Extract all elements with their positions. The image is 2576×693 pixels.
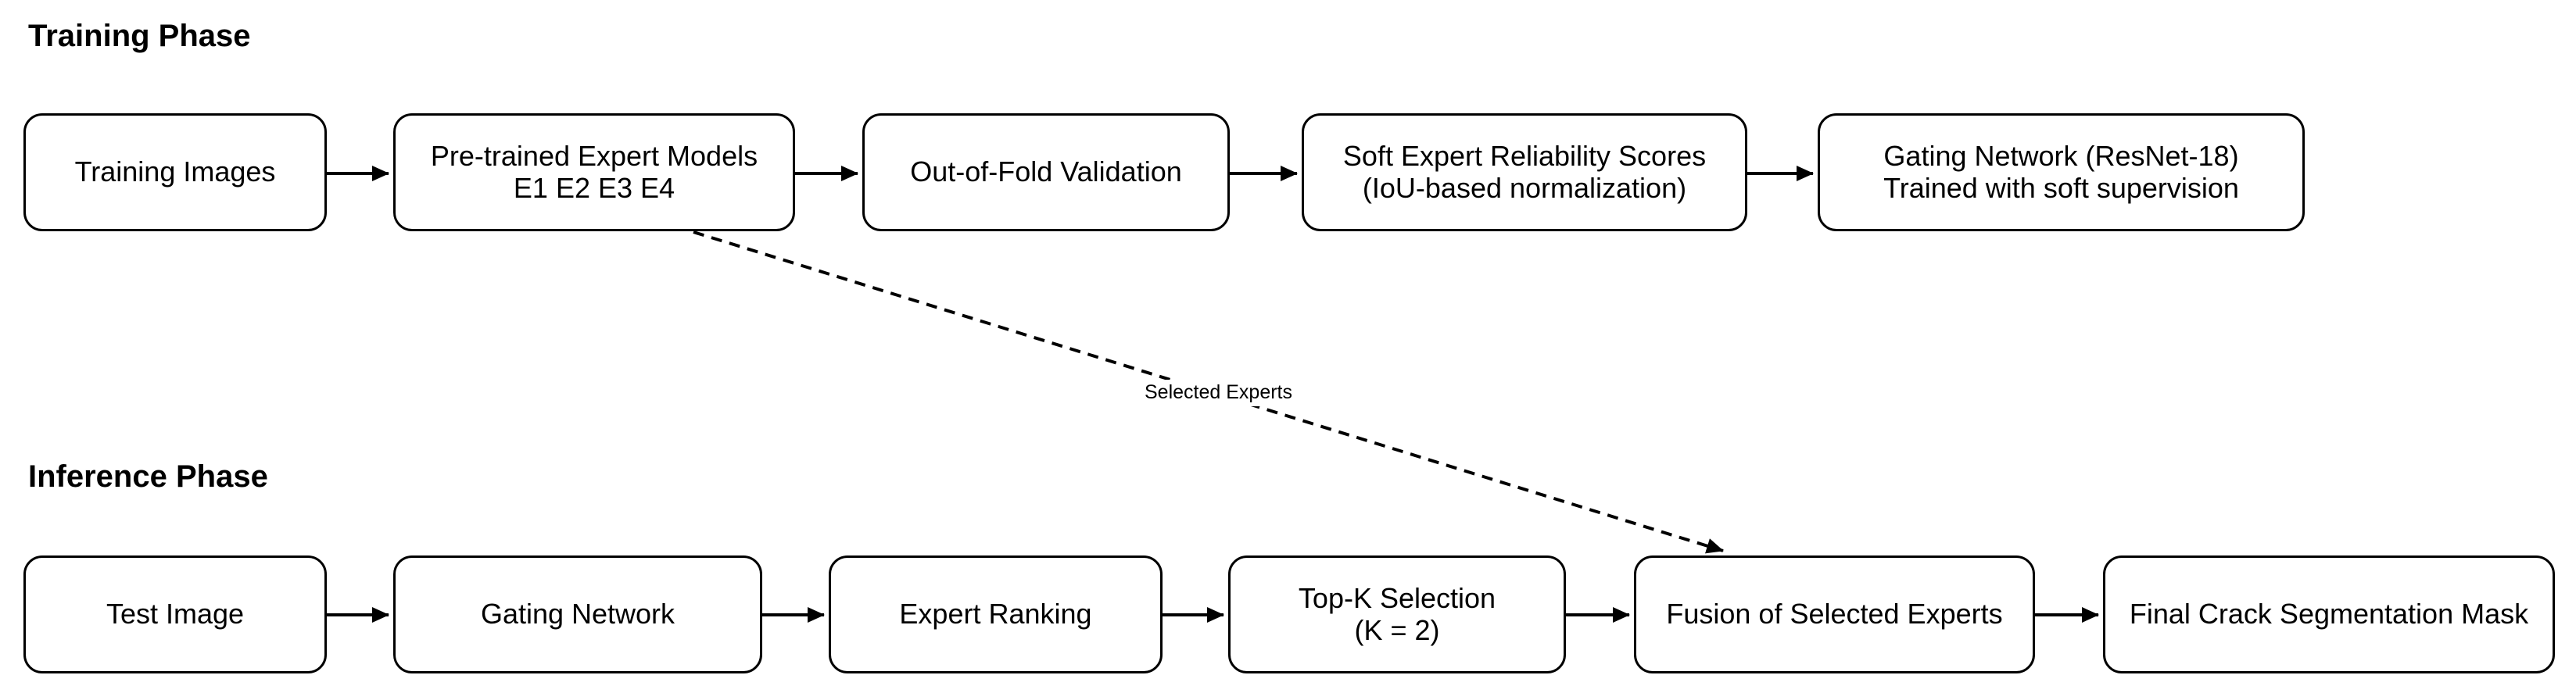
node-final-crack-segmentation-mask: Final Crack Segmentation Mask: [2103, 555, 2555, 673]
node-fusion-of-selected-experts: Fusion of Selected Experts: [1634, 555, 2035, 673]
node-top-k-selection: Top-K Selection (K = 2): [1228, 555, 1566, 673]
node-label: Pre-trained Expert Models E1 E2 E3 E4: [430, 140, 758, 204]
node-soft-expert-reliability-scores: Soft Expert Reliability Scores (IoU-base…: [1302, 113, 1747, 231]
node-training-images: Training Images: [23, 113, 327, 231]
node-gating-network: Gating Network: [393, 555, 762, 673]
inference-phase-title: Inference Phase: [28, 459, 268, 494]
node-label: Gating Network (ResNet-18) Trained with …: [1883, 140, 2239, 204]
node-label: Final Crack Segmentation Mask: [2129, 598, 2529, 630]
selected-experts-label: Selected Experts: [1140, 380, 1297, 406]
node-pretrained-expert-models: Pre-trained Expert Models E1 E2 E3 E4: [393, 113, 795, 231]
node-label: Out-of-Fold Validation: [910, 155, 1182, 188]
node-label: Gating Network: [480, 598, 675, 630]
node-label: Test Image: [106, 598, 245, 630]
node-label: Soft Expert Reliability Scores (IoU-base…: [1342, 140, 1707, 204]
node-test-image: Test Image: [23, 555, 327, 673]
training-phase-title: Training Phase: [28, 19, 251, 53]
node-gating-network-training: Gating Network (ResNet-18) Trained with …: [1818, 113, 2305, 231]
selected-experts-arrow: [693, 230, 1724, 554]
node-label: Expert Ranking: [899, 598, 1092, 630]
node-label: Top-K Selection (K = 2): [1298, 582, 1496, 646]
node-label: Training Images: [74, 155, 276, 188]
node-label: Fusion of Selected Experts: [1666, 598, 2003, 630]
node-expert-ranking: Expert Ranking: [829, 555, 1163, 673]
node-out-of-fold-validation: Out-of-Fold Validation: [862, 113, 1230, 231]
